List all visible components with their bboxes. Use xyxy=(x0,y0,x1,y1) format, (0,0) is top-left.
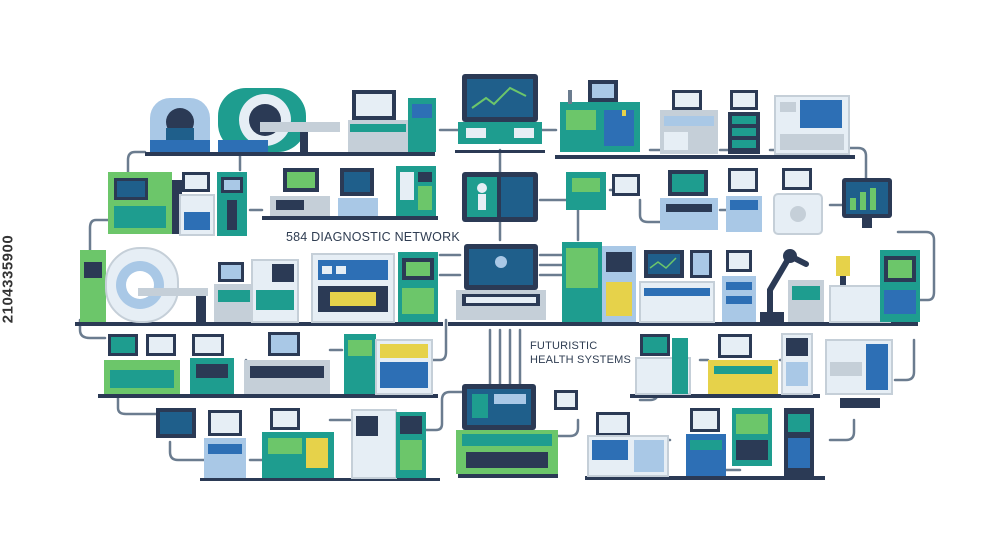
analyzer-icon xyxy=(773,168,823,235)
analyzer-icon xyxy=(214,262,254,322)
analyzer-icon xyxy=(217,172,247,236)
analyzer-icon xyxy=(825,339,893,408)
analyzer-icon xyxy=(560,80,640,152)
analyzer-icon xyxy=(660,90,718,154)
analyzer-icon xyxy=(311,253,395,323)
analyzer-icon xyxy=(104,334,180,394)
monitor-icon xyxy=(842,178,892,228)
analyzer-icon xyxy=(722,250,756,322)
analyzer-icon xyxy=(726,168,762,232)
analyzer-icon xyxy=(179,172,215,236)
monitor-icon xyxy=(270,168,330,216)
mri-scanner-icon xyxy=(80,247,208,323)
analyzer-icon xyxy=(774,95,850,155)
analyzer-icon xyxy=(760,280,824,322)
monitor-icon xyxy=(456,244,546,320)
analyzer-icon xyxy=(781,333,813,395)
analyzer-icon xyxy=(344,334,433,395)
analyzer-icon xyxy=(587,412,669,477)
analyzer-icon xyxy=(156,408,246,478)
futuristic-caption-line2: HEALTH SYSTEMS xyxy=(530,354,632,366)
monitor-icon xyxy=(462,172,538,222)
robot-arm-icon xyxy=(767,249,809,317)
analyzer-icon xyxy=(108,172,182,234)
analyzer-icon xyxy=(660,170,718,230)
analyzer-icon xyxy=(708,334,778,394)
analyzer-icon xyxy=(728,90,760,154)
analyzer-icon xyxy=(396,166,436,216)
monitor-icon xyxy=(639,250,715,323)
analyzer-icon xyxy=(190,334,234,394)
mri-scanner-icon xyxy=(150,98,210,152)
monitor-icon xyxy=(458,74,542,144)
analyzer-icon xyxy=(244,332,330,394)
analyzer-icon xyxy=(348,90,436,152)
futuristic-caption: FUTURISTIC HEALTH SYSTEMS xyxy=(530,339,631,367)
futuristic-caption-line1: FUTURISTIC xyxy=(530,340,598,352)
shelves xyxy=(75,150,918,481)
analyzer-icon xyxy=(635,334,691,395)
analyzer-icon xyxy=(262,408,334,478)
network-caption: 584 DIAGNOSTIC NETWORK xyxy=(286,230,460,244)
analyzer-icon xyxy=(829,250,920,323)
analyzer-icon xyxy=(351,409,426,479)
analyzer-icon xyxy=(686,408,726,476)
analyzer-icon xyxy=(251,259,299,323)
stock-id-text: 2104335900 xyxy=(0,234,17,324)
analyzer-icon xyxy=(566,172,640,210)
analyzer-icon xyxy=(562,242,636,322)
mri-scanner-icon xyxy=(218,88,340,152)
analyzer-icon xyxy=(784,408,814,476)
monitor-icon xyxy=(456,384,578,474)
monitor-icon xyxy=(338,168,378,216)
analyzer-icon xyxy=(398,252,438,322)
analyzer-icon xyxy=(732,408,772,466)
